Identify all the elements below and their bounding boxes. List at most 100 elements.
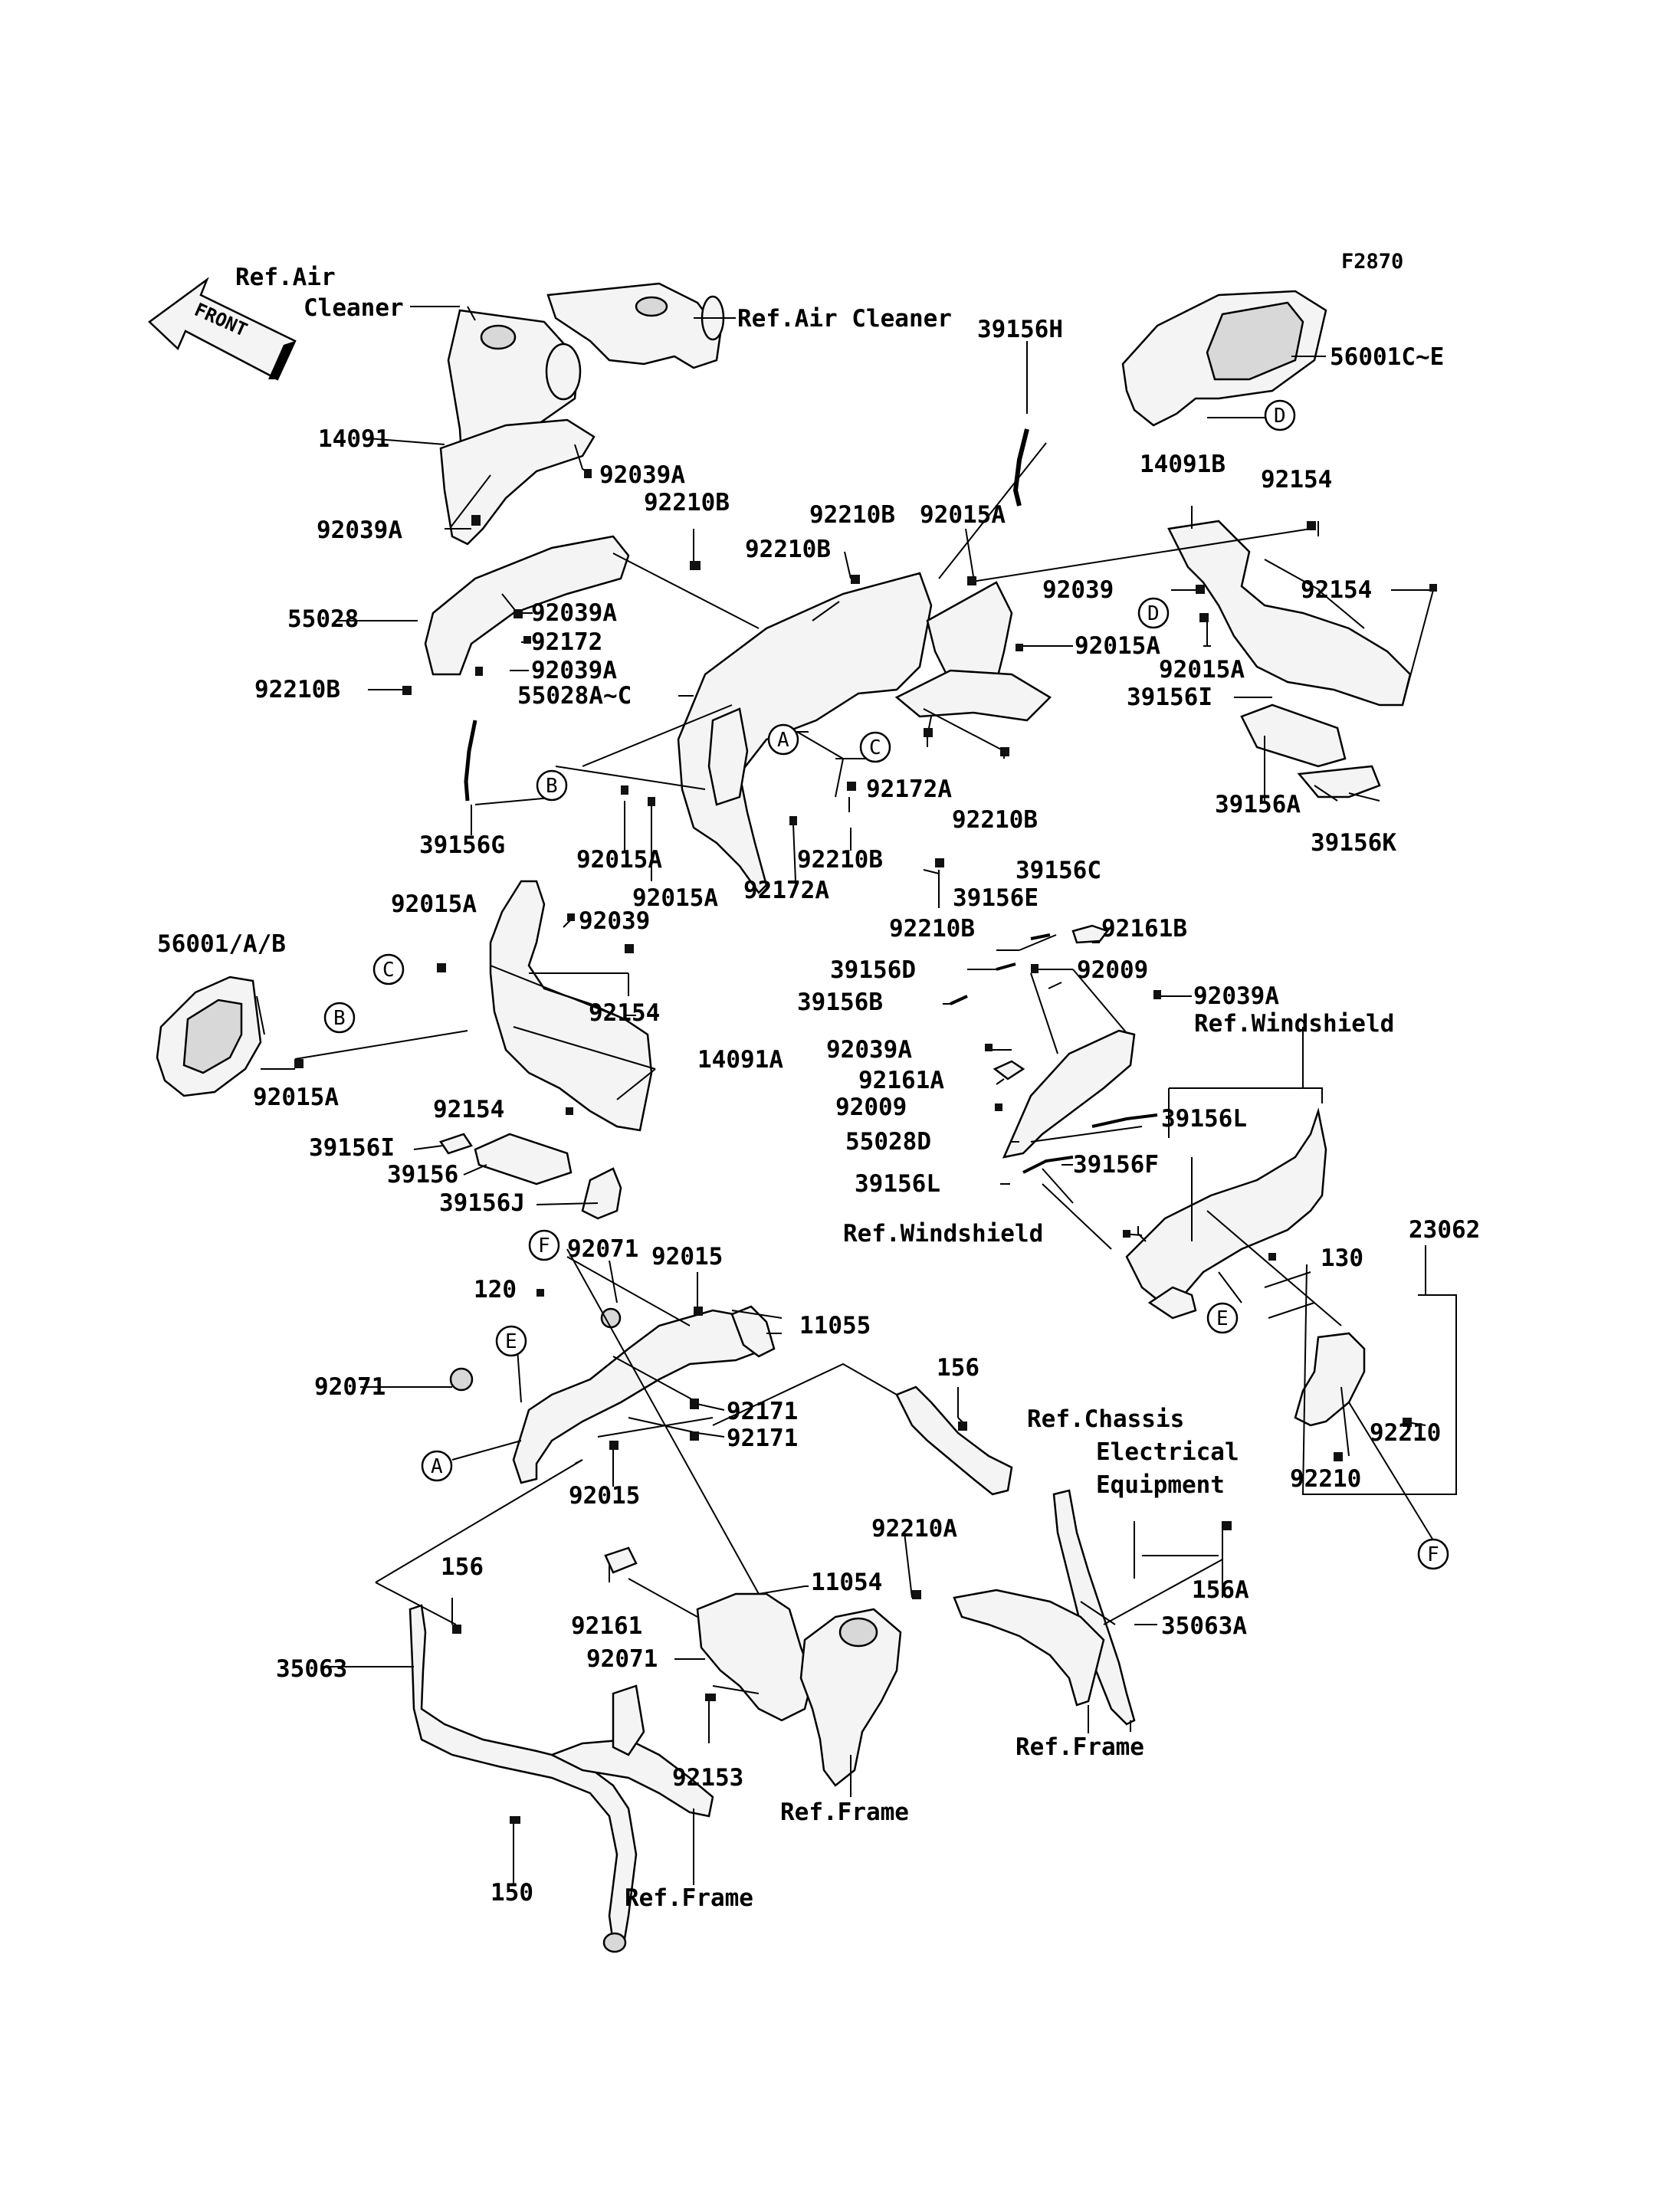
part-label: 92154 xyxy=(1261,466,1332,494)
frame-head xyxy=(799,1608,902,1787)
part-label: 39156J xyxy=(439,1189,525,1217)
part-label: 92153 xyxy=(672,1764,743,1792)
svg-text:F: F xyxy=(1427,1543,1439,1566)
leader-lines xyxy=(256,306,1457,1885)
figure-code: F2870 xyxy=(1341,250,1403,274)
bracket-11054 xyxy=(696,1592,814,1722)
grommet-92071-left xyxy=(449,1367,474,1392)
part-label: 39156 xyxy=(387,1161,458,1189)
part-label: 23062 xyxy=(1409,1216,1480,1244)
part-label: 92015 xyxy=(569,1482,640,1510)
part-label: 92161 xyxy=(571,1612,642,1640)
part-label: 92039A xyxy=(531,599,617,627)
pad-39156-left xyxy=(474,1133,573,1185)
part-label: 92154 xyxy=(433,1096,504,1123)
callout-a-1: A xyxy=(767,723,799,756)
part-label: 39156A xyxy=(1215,791,1301,818)
part-label: 92015A xyxy=(391,890,477,918)
frame-bracket-left xyxy=(512,1309,768,1484)
fairing-lower-panel xyxy=(894,669,1052,722)
ref-windshield-mid: Ref.Windshield xyxy=(843,1220,1043,1248)
frame-bracket-right xyxy=(953,1589,1105,1707)
part-label: 92071 xyxy=(586,1645,658,1673)
callout-d-1: D xyxy=(1264,399,1296,431)
callout-f-1: F xyxy=(528,1229,560,1261)
pad-39156K xyxy=(1297,765,1381,798)
part-label: 92015A xyxy=(253,1084,339,1111)
part-label: 55028 xyxy=(287,605,359,633)
part-label: 14091A xyxy=(697,1046,783,1074)
part-label: 14091B xyxy=(1140,451,1226,478)
part-label: 11055 xyxy=(799,1312,871,1340)
callout-e-2: E xyxy=(495,1325,527,1357)
callout-c-2: C xyxy=(372,953,405,985)
instrument-bracket-arm xyxy=(1147,1286,1197,1320)
svg-text:B: B xyxy=(546,775,558,798)
grommet-35063-foot xyxy=(602,1932,627,1953)
svg-text:D: D xyxy=(1274,405,1286,428)
part-label: 92210B xyxy=(254,676,340,703)
part-label: 92015A xyxy=(1075,632,1160,660)
part-label: 39156I xyxy=(1127,684,1212,711)
bracket-23062 xyxy=(1294,1332,1366,1427)
part-label: 92210B xyxy=(809,501,895,529)
fairing-inner-panel xyxy=(926,581,1013,684)
part-label: 156 xyxy=(937,1354,979,1382)
part-label: 39156L xyxy=(1161,1105,1247,1133)
stay-156 xyxy=(895,1385,1013,1496)
part-label: 92210B xyxy=(889,915,975,943)
part-label: 92210 xyxy=(1370,1419,1441,1447)
frame-head-bore xyxy=(838,1617,878,1648)
part-label: 130 xyxy=(1321,1244,1363,1272)
trim-39156F xyxy=(1022,1156,1074,1174)
part-label: 39156I xyxy=(309,1134,395,1162)
strip-39156D xyxy=(996,962,1016,971)
part-label: 92210B xyxy=(797,846,883,874)
stay-35063A xyxy=(1052,1489,1136,1726)
pad-39156J xyxy=(581,1167,622,1220)
pad-39156I-left xyxy=(439,1133,473,1155)
svg-text:F: F xyxy=(538,1235,550,1258)
part-label: 92071 xyxy=(314,1373,386,1401)
part-label: 92039 xyxy=(579,907,650,935)
part-label: 39156G xyxy=(419,831,505,859)
bolts xyxy=(294,469,1437,1824)
part-label: 39156L xyxy=(855,1170,940,1198)
part-label: 92154 xyxy=(1301,576,1372,604)
fairing-side-panel xyxy=(707,707,749,806)
strip-39156H xyxy=(1012,428,1029,507)
svg-text:E: E xyxy=(505,1330,517,1353)
part-label: 92161B xyxy=(1101,915,1187,943)
ref-windshield-top: Ref.Windshield xyxy=(1194,1010,1394,1038)
ref-air-cleaner-left-line1: Ref.Air xyxy=(235,264,336,291)
air-duct-right xyxy=(546,282,725,369)
part-label: 39156H xyxy=(977,316,1063,343)
part-label: 92154 xyxy=(589,999,660,1027)
svg-text:C: C xyxy=(869,736,881,759)
ref-chassis-line2: Electrical xyxy=(1096,1438,1239,1466)
main-fairing-55028A xyxy=(677,572,933,894)
part-label: 39156K xyxy=(1311,829,1396,857)
part-label: 92039A xyxy=(1193,982,1279,1010)
mirror-right-56001C xyxy=(1121,290,1327,427)
part-label: 156A xyxy=(1192,1576,1249,1604)
part-label: 92172A xyxy=(743,877,829,904)
part-label: 92015A xyxy=(920,501,1006,529)
stay-35063 xyxy=(409,1604,638,1944)
callout-e-1: E xyxy=(1206,1302,1239,1334)
strip-39156G xyxy=(464,720,477,802)
svg-text:B: B xyxy=(333,1007,346,1030)
part-label: 55028A~C xyxy=(517,682,632,710)
part-label: 92171 xyxy=(727,1398,798,1425)
mirror-left-56001 xyxy=(156,976,262,1097)
frame-bracket-mount xyxy=(730,1305,776,1358)
ref-chassis-line3: Equipment xyxy=(1096,1471,1225,1499)
strip-39156C xyxy=(1030,933,1051,940)
part-label: 92039A xyxy=(317,516,402,544)
part-label: 92015A xyxy=(576,846,662,874)
part-label: 92039 xyxy=(1042,576,1114,604)
ref-air-cleaner-left-line2: Cleaner xyxy=(304,294,404,322)
callout-d-2: D xyxy=(1137,597,1170,629)
part-label: 39156F xyxy=(1073,1151,1159,1179)
part-label: 11054 xyxy=(811,1569,882,1596)
